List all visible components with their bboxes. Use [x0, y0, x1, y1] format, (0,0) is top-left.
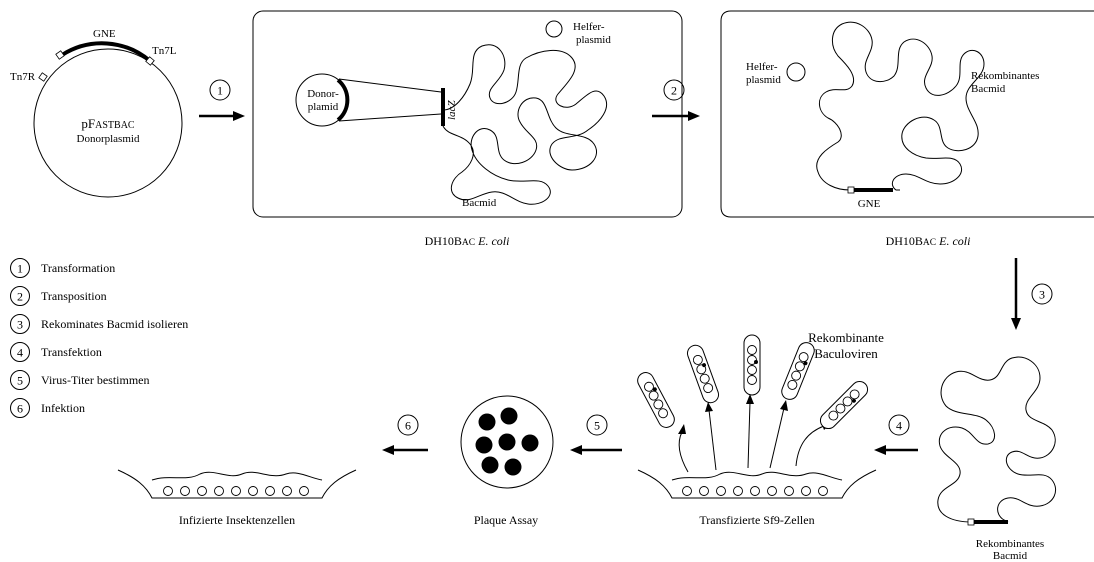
svg-text:2: 2 — [671, 84, 677, 98]
step-1-marker: 1 — [210, 80, 230, 100]
baculovirus — [685, 343, 721, 405]
gne-label-2: GNE — [858, 198, 881, 210]
donor-label-1: Donor- — [307, 88, 339, 100]
recomb-bacmid-bottom-a: Rekombinantes — [976, 538, 1044, 550]
recombinant-bacmid-isolated: Rekombinantes Bacmid — [938, 357, 1056, 562]
recomb-bacmid-label-a: Rekombinantes — [971, 70, 1039, 82]
svg-text:Transposition: Transposition — [41, 289, 107, 303]
svg-text:5: 5 — [17, 374, 23, 388]
helper-label-2a: Helfer- — [746, 61, 778, 73]
step-2-marker: 2 — [664, 80, 684, 100]
baculoviruses-label-a: Rekombinante — [808, 330, 884, 345]
gne-label: GNE — [93, 28, 116, 40]
legend-item: 5 Virus-Titer bestimmen — [11, 371, 150, 390]
svg-text:4: 4 — [17, 346, 23, 360]
baculovirus — [779, 340, 816, 402]
ecoli-cell-2: Helfer- plasmid Rekombinantes Bacmid GNE — [721, 11, 1094, 217]
svg-text:Virus-Titer bestimmen: Virus-Titer bestimmen — [41, 373, 150, 387]
step-5-marker: 5 — [587, 415, 607, 435]
legend-item: 6 Infektion — [11, 399, 86, 418]
svg-text:Transformation: Transformation — [41, 261, 115, 275]
recomb-bacmid-label-b: Bacmid — [971, 83, 1006, 95]
pfastbac-name: pFASTBAC — [81, 116, 135, 131]
helper-label-1b: plasmid — [576, 34, 611, 46]
step-4-marker: 4 — [889, 415, 909, 435]
baculoviruses-label-b: Baculoviren — [814, 346, 878, 361]
transfected-label: Transfizierte Sf9-Zellen — [699, 513, 814, 527]
tn7l-label: Tn7L — [152, 45, 177, 57]
infected-insect-cells: Infizierte Insektenzellen — [118, 470, 356, 527]
tn7r-label: Tn7R — [10, 71, 36, 83]
svg-text:2: 2 — [17, 290, 23, 304]
helper-plasmid-1 — [546, 21, 562, 37]
svg-text:1: 1 — [217, 84, 223, 98]
bacmid-loop-2 — [817, 22, 984, 190]
plaque-assay-label: Plaque Assay — [474, 513, 538, 527]
svg-text:6: 6 — [17, 402, 23, 416]
baculovirus — [817, 378, 871, 432]
svg-text:5: 5 — [594, 419, 600, 433]
svg-text:4: 4 — [896, 419, 902, 433]
svg-text:3: 3 — [1039, 288, 1045, 302]
cell1-caption: DH10BAC E. coli — [425, 234, 510, 248]
svg-text:Infektion: Infektion — [41, 401, 85, 415]
donor-label-2: plamid — [308, 101, 339, 113]
helper-label-1a: Helfer- — [573, 21, 605, 33]
svg-text:6: 6 — [405, 419, 411, 433]
ecoli-cell-1: Donor- plamid lacZ Helfer- plasmid Bacmi… — [253, 11, 682, 217]
legend: 1 Transformation 2 Transposition 3 Rekom… — [11, 259, 189, 418]
virus-release-arrows — [678, 394, 832, 472]
cell2-caption: DH10BAC E. coli — [886, 234, 971, 248]
step-6-marker: 6 — [398, 415, 418, 435]
bacmid-label-1: Bacmid — [462, 197, 497, 209]
svg-text:1: 1 — [17, 262, 23, 276]
transfected-sf9-cells: Transfizierte Sf9-Zellen — [638, 470, 876, 527]
legend-item: 1 Transformation — [11, 259, 116, 278]
baculovirus — [635, 370, 677, 430]
pfastbac-subtitle: Donorplasmid — [77, 133, 140, 145]
bacmid-loop-1 — [443, 45, 607, 205]
svg-text:Rekominates Bacmid isolieren: Rekominates Bacmid isolieren — [41, 317, 188, 331]
legend-item: 2 Transposition — [11, 287, 107, 306]
svg-text:Transfektion: Transfektion — [41, 345, 102, 359]
step-3-marker: 3 — [1032, 284, 1052, 304]
legend-item: 3 Rekominates Bacmid isolieren — [11, 315, 189, 334]
plaque-assay-dish: Plaque Assay — [461, 396, 553, 527]
helper-label-2b: plasmid — [746, 74, 781, 86]
legend-item: 4 Transfektion — [11, 343, 102, 362]
donor-plasmid-pfastbac: GNE Tn7L Tn7R pFASTBAC Donorplasmid — [10, 28, 182, 197]
infected-cells-label: Infizierte Insektenzellen — [179, 513, 295, 527]
recomb-bacmid-bottom-b: Bacmid — [993, 550, 1028, 562]
svg-text:3: 3 — [17, 318, 23, 332]
baculovirus — [744, 335, 760, 395]
gne-segment — [62, 43, 150, 61]
helper-plasmid-2 — [787, 63, 805, 81]
